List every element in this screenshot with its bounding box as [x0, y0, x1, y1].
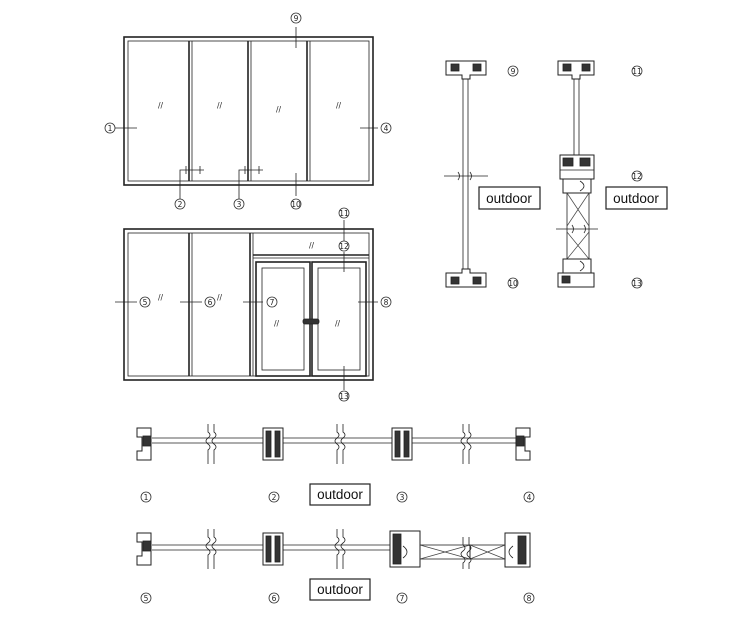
marker-12-section: 12	[631, 170, 643, 182]
marker-10: 10	[290, 198, 302, 210]
svg-text:13: 13	[632, 279, 642, 288]
svg-text:2: 2	[178, 200, 183, 209]
outdoor-label-box	[309, 578, 371, 601]
markers-elevation: 9 1 4 2 3 10 11 12 5 6 7 8 13	[104, 12, 392, 402]
svg-text:4: 4	[527, 493, 532, 502]
marker-5-section: 5	[140, 592, 152, 604]
svg-text:3: 3	[400, 493, 405, 502]
svg-text:5: 5	[143, 298, 148, 307]
marker-6-section: 6	[268, 592, 280, 604]
outdoor-label-box	[478, 186, 541, 210]
outdoor-label-box	[309, 483, 371, 506]
vertical-section-left	[444, 60, 488, 288]
marker-13: 13	[338, 390, 350, 402]
marker-8: 8	[380, 296, 392, 308]
marker-12: 12	[338, 240, 350, 252]
outdoor-label: outdoor	[317, 487, 363, 502]
glass-mark: //	[309, 241, 315, 250]
svg-text:2: 2	[272, 493, 277, 502]
marker-1: 1	[104, 122, 116, 134]
svg-text:8: 8	[527, 594, 532, 603]
svg-text:10: 10	[291, 200, 301, 209]
marker-5: 5	[139, 296, 151, 308]
marker-10-section: 10	[507, 277, 519, 289]
marker-3-section: 3	[396, 491, 408, 503]
svg-text:3: 3	[237, 200, 242, 209]
marker-2: 2	[174, 198, 186, 210]
svg-text:11: 11	[632, 67, 642, 76]
marker-13-section: 13	[631, 277, 643, 289]
outdoor-label: outdoor	[486, 191, 532, 206]
horizontal-section-bottom	[136, 529, 531, 569]
glass-mark: //	[217, 293, 223, 302]
svg-text:7: 7	[400, 594, 405, 603]
glass-mark: //	[158, 101, 164, 110]
svg-text:5: 5	[144, 594, 149, 603]
vertical-section-right	[556, 60, 598, 288]
marker-8-section: 8	[523, 592, 535, 604]
marker-2-section: 2	[268, 491, 280, 503]
outdoor-label-box	[605, 186, 668, 210]
marker-4-section: 4	[523, 491, 535, 503]
outdoor-label: outdoor	[613, 191, 659, 206]
marker-9-section: 9	[507, 65, 519, 77]
svg-text:12: 12	[339, 242, 349, 251]
svg-text:7: 7	[270, 298, 275, 307]
marker-4: 4	[380, 122, 392, 134]
svg-text:9: 9	[294, 14, 299, 23]
svg-text:12: 12	[632, 172, 642, 181]
svg-text:9: 9	[511, 67, 516, 76]
svg-text:6: 6	[208, 298, 213, 307]
svg-text:1: 1	[108, 124, 113, 133]
marker-11: 11	[338, 207, 350, 219]
horizontal-section-top	[136, 424, 531, 464]
marker-7-section: 7	[396, 592, 408, 604]
marker-3: 3	[233, 198, 245, 210]
elevation-bottom: // // // // //	[115, 220, 378, 390]
elevation-top: // // // //	[115, 27, 378, 204]
marker-9: 9	[290, 12, 302, 24]
glass-mark: //	[336, 101, 342, 110]
door-leaf-left	[255, 261, 311, 377]
elevation-bottom-frame	[123, 228, 374, 381]
glass-mark: //	[276, 105, 282, 114]
glass-mark: //	[274, 319, 280, 328]
marker-1-section: 1	[140, 491, 152, 503]
svg-text:11: 11	[339, 209, 349, 218]
glass-mark: //	[335, 319, 341, 328]
svg-text:1: 1	[144, 493, 149, 502]
marker-7: 7	[266, 296, 278, 308]
outdoor-label: outdoor	[317, 582, 363, 597]
marker-6: 6	[204, 296, 216, 308]
elevation-top-frame	[123, 36, 374, 186]
svg-text:13: 13	[339, 392, 349, 401]
svg-text:4: 4	[384, 124, 389, 133]
glass-mark: //	[217, 101, 223, 110]
svg-text:10: 10	[508, 279, 518, 288]
glass-mark: //	[158, 293, 164, 302]
marker-11-section: 11	[631, 65, 643, 77]
svg-text:8: 8	[384, 298, 389, 307]
door-handle	[302, 318, 320, 325]
svg-text:6: 6	[272, 594, 277, 603]
